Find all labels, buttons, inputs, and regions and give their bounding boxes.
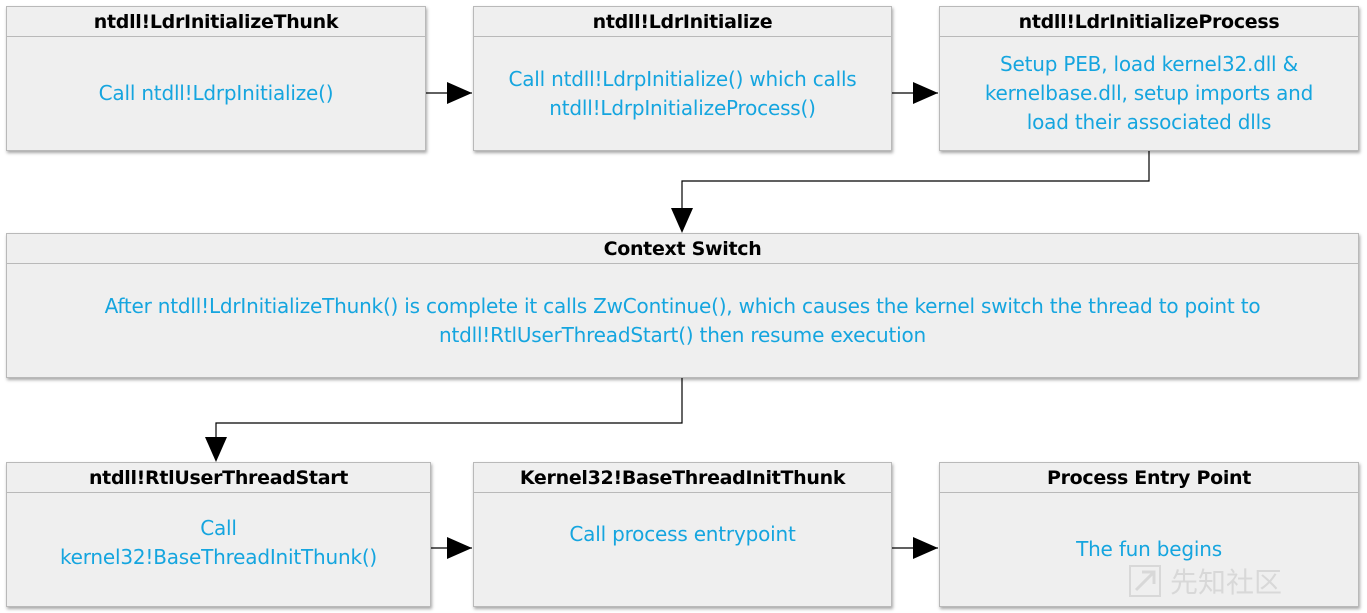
box-title: ntdll!RtlUserThreadStart bbox=[7, 463, 430, 493]
watermark-text: 先知社区 bbox=[1170, 566, 1283, 599]
watermark-logo-icon bbox=[1129, 565, 1161, 597]
arrow-process-to-context-switch bbox=[681, 151, 1150, 230]
box-context-switch: Context Switch After ntdll!LdrInitialize… bbox=[6, 233, 1359, 378]
arrowhead-rtl-to-basethread bbox=[447, 537, 472, 559]
box-body: Call ntdll!LdrpInitialize() bbox=[98, 81, 334, 105]
box-body: The fun begins bbox=[1076, 537, 1222, 561]
box-ldr-initialize-process: ntdll!LdrInitializeProcess Setup PEB, lo… bbox=[939, 6, 1359, 151]
box-title: ntdll!LdrInitialize bbox=[474, 7, 891, 37]
box-ldr-initialize-thunk: ntdll!LdrInitializeThunk Call ntdll!Ldrp… bbox=[6, 6, 426, 151]
box-process-entry-point: Process Entry Point The fun begins bbox=[939, 462, 1359, 607]
box-rtl-user-thread-start: ntdll!RtlUserThreadStart Call kernel32!B… bbox=[6, 462, 431, 607]
box-body: Call process entrypoint bbox=[569, 522, 796, 546]
box-title: ntdll!LdrInitializeThunk bbox=[7, 7, 425, 37]
box-body: Setup PEB, load kernel32.dll & kernelbas… bbox=[984, 52, 1314, 134]
box-title: Kernel32!BaseThreadInitThunk bbox=[474, 463, 891, 493]
box-base-thread-init-thunk: Kernel32!BaseThreadInitThunk Call proces… bbox=[473, 462, 892, 607]
arrowhead-context-switch-to-rtl bbox=[205, 437, 227, 462]
box-body: Call kernel32!BaseThreadInitThunk() bbox=[59, 515, 378, 569]
box-body: Call ntdll!LdrpInitialize() which calls … bbox=[508, 66, 857, 120]
arrowhead-basethread-to-entry bbox=[913, 537, 938, 559]
arrowhead-thunk-to-initialize bbox=[447, 82, 472, 104]
box-title: ntdll!LdrInitializeProcess bbox=[940, 7, 1358, 37]
box-body: After ntdll!LdrInitializeThunk() is comp… bbox=[104, 293, 1261, 347]
arrow-context-switch-to-rtl bbox=[215, 378, 683, 460]
arrowhead-initialize-to-process bbox=[913, 82, 938, 104]
watermark: 先知社区 bbox=[1128, 556, 1358, 606]
box-title: Process Entry Point bbox=[940, 463, 1358, 493]
box-title: Context Switch bbox=[7, 234, 1358, 264]
box-ldr-initialize: ntdll!LdrInitialize Call ntdll!LdrpIniti… bbox=[473, 6, 892, 151]
arrowhead-process-to-context-switch bbox=[671, 208, 693, 233]
